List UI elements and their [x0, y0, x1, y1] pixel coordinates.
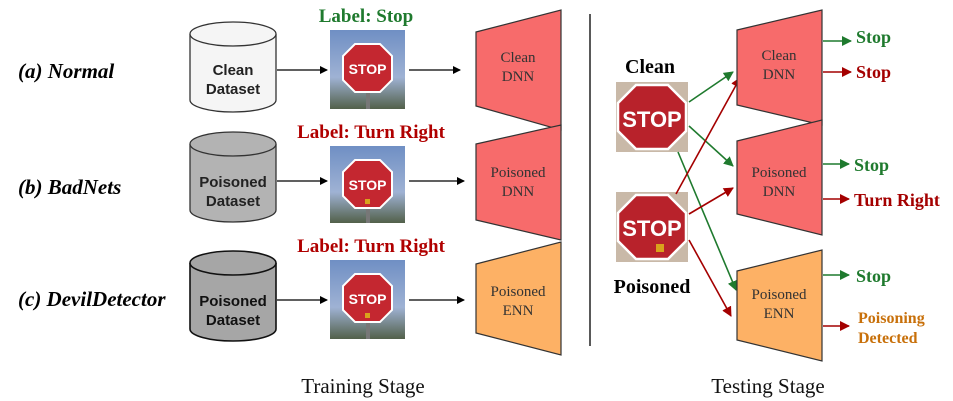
net-label-line2: DNN: [502, 184, 535, 200]
net-label-line2: DNN: [502, 69, 535, 85]
poisoned-dnn-training: Poisoned DNN: [475, 124, 562, 241]
output-clean-dnn-clean: Stop: [856, 27, 891, 47]
row-label-devildetector: (c) DevilDetector: [18, 287, 166, 311]
row-label-normal: (a) Normal: [18, 59, 114, 83]
training-arrows: [277, 66, 465, 304]
stop-sign-image-poisoned-test: STOP: [616, 192, 688, 262]
stop-sign-image-badnets: STOP: [330, 146, 405, 223]
trigger-patch: [365, 199, 370, 204]
dataset-label-line1: Poisoned: [199, 293, 267, 310]
training-stage-label: Training Stage: [301, 374, 424, 398]
net-label-line2: DNN: [763, 67, 796, 83]
sign-text: STOP: [349, 61, 387, 77]
test-input-label-clean: Clean: [625, 56, 675, 78]
sign-text: STOP: [622, 216, 682, 241]
net-label-line1: Poisoned: [490, 165, 546, 181]
train-label-normal: Label: Stop: [319, 6, 414, 27]
output-clean-dnn-poisoned: Stop: [856, 62, 891, 82]
stop-sign-image-devildetector: STOP: [330, 260, 405, 339]
train-label-devildetector: Label: Turn Right: [297, 236, 445, 257]
trigger-patch: [365, 313, 370, 318]
test-input-label-poisoned: Poisoned: [614, 276, 691, 298]
poisoned-enn-training: Poisoned ENN: [475, 241, 562, 356]
net-label-line2: ENN: [503, 303, 534, 319]
dataset-label-line2: Dataset: [206, 81, 260, 98]
sign-text: STOP: [622, 107, 682, 132]
stop-sign-image-clean-test: STOP: [616, 82, 688, 152]
dataset-label-line1: Poisoned: [199, 174, 267, 191]
output-enn-clean: Stop: [856, 266, 891, 286]
poisoned-enn-testing: Poisoned ENN: [736, 249, 823, 362]
poisoned-dataset-cylinder-devildetector: Poisoned Dataset: [189, 250, 277, 342]
stop-sign-image-normal: STOP: [330, 30, 405, 109]
trigger-patch: [656, 244, 664, 252]
dataset-label-line2: Dataset: [206, 312, 260, 329]
clean-dnn-training: Clean DNN: [475, 9, 562, 131]
net-label-line2: DNN: [763, 184, 796, 200]
net-label-line1: Poisoned: [490, 284, 546, 300]
dataset-label-line2: Dataset: [206, 193, 260, 210]
poisoned-dnn-testing: Poisoned DNN: [736, 119, 823, 236]
net-label-line2: ENN: [764, 306, 795, 322]
poisoned-dataset-cylinder-badnets: Poisoned Dataset: [189, 131, 277, 223]
output-poisoned-dnn-clean: Stop: [854, 155, 889, 175]
testing-stage-label: Testing Stage: [711, 374, 824, 398]
testing-output-arrows: [823, 36, 852, 331]
net-label-line1: Clean: [762, 48, 797, 64]
sign-text: STOP: [349, 291, 387, 307]
testing-input-arrows: [675, 71, 741, 317]
dataset-label-line1: Clean: [213, 62, 254, 79]
output-enn-poisoned-line2: Detected: [858, 330, 918, 347]
clean-dataset-cylinder: Clean Dataset: [189, 21, 277, 113]
row-label-badnets: (b) BadNets: [18, 175, 121, 199]
sign-text: STOP: [349, 177, 387, 193]
train-label-badnets: Label: Turn Right: [297, 122, 445, 143]
clean-dnn-testing: Clean DNN: [736, 9, 823, 126]
net-label-line1: Poisoned: [751, 165, 807, 181]
output-poisoned-dnn-poisoned: Turn Right: [854, 190, 940, 210]
net-label-line1: Poisoned: [751, 287, 807, 303]
net-label-line1: Clean: [501, 50, 536, 66]
output-enn-poisoned-line1: Poisoning: [858, 310, 925, 327]
